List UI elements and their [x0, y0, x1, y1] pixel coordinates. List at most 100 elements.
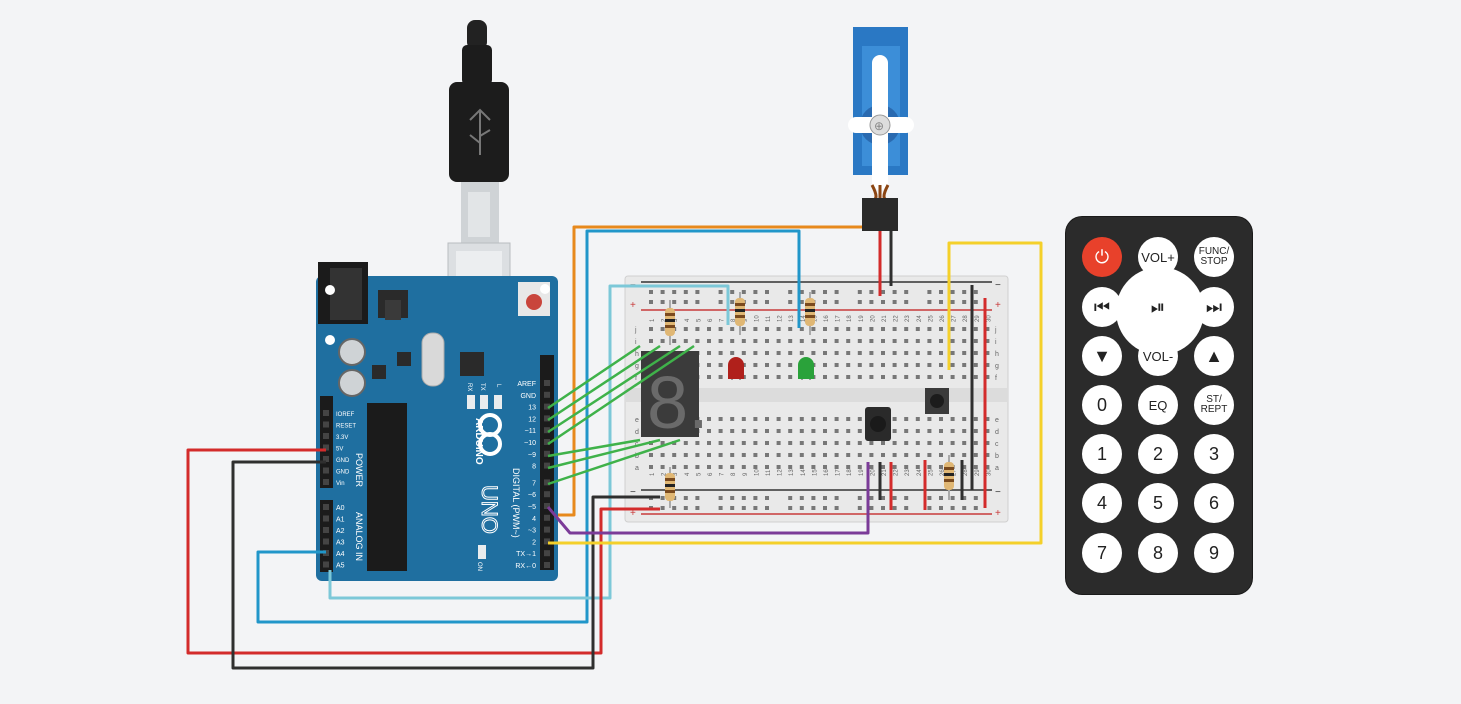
breadboard-hole[interactable]: [846, 375, 851, 379]
wire-green-2[interactable]: [547, 344, 661, 422]
breadboard-hole[interactable]: [776, 351, 781, 355]
breadboard-hole[interactable]: [869, 339, 874, 343]
breadboard-hole[interactable]: [649, 465, 653, 469]
resistor-4[interactable]: [665, 467, 675, 508]
led-red[interactable]: [728, 357, 744, 380]
rail-hole[interactable]: [660, 496, 665, 500]
rail-hole[interactable]: [823, 506, 827, 510]
arduino-uno-board[interactable]: ARDUINO UNO DIGITAL (PWM~) POWER ANALOG …: [316, 262, 558, 581]
breadboard-hole[interactable]: [927, 339, 932, 343]
breadboard-hole[interactable]: [892, 465, 897, 469]
breadboard-hole[interactable]: [881, 339, 885, 343]
rail-hole[interactable]: [881, 300, 885, 304]
breadboard-hole[interactable]: [962, 453, 967, 457]
wire-yellow[interactable]: [548, 241, 1043, 545]
breadboard-hole[interactable]: [672, 453, 677, 457]
breadboard-hole[interactable]: [950, 441, 955, 445]
breadboard-hole[interactable]: [834, 327, 839, 331]
breadboard-hole[interactable]: [765, 465, 769, 469]
breadboard-hole[interactable]: [869, 441, 874, 445]
rail-hole[interactable]: [881, 506, 885, 510]
power-pin[interactable]: [323, 444, 329, 451]
breadboard-hole[interactable]: [939, 417, 943, 421]
breadboard-hole[interactable]: [811, 453, 816, 457]
breadboard-hole[interactable]: [788, 363, 793, 367]
rail-hole[interactable]: [672, 290, 677, 294]
rail-hole[interactable]: [683, 506, 688, 510]
rail-hole[interactable]: [695, 300, 700, 304]
breadboard-hole[interactable]: [904, 453, 909, 457]
rail-hole[interactable]: [939, 496, 943, 500]
breadboard-hole[interactable]: [788, 339, 793, 343]
breadboard-hole[interactable]: [857, 339, 862, 343]
breadboard-hole[interactable]: [811, 465, 816, 469]
rail-hole[interactable]: [939, 300, 943, 304]
rail-hole[interactable]: [788, 290, 793, 294]
breadboard-hole[interactable]: [846, 417, 851, 421]
breadboard-hole[interactable]: [939, 429, 943, 433]
breadboard-hole[interactable]: [915, 453, 920, 457]
rail-hole[interactable]: [683, 290, 688, 294]
power-pin[interactable]: [323, 456, 329, 462]
rail-hole[interactable]: [799, 496, 804, 500]
wire-red-5v[interactable]: [186, 448, 660, 655]
rail-hole[interactable]: [857, 506, 862, 510]
rail-hole[interactable]: [741, 496, 746, 500]
breadboard-hole[interactable]: [985, 327, 990, 331]
rail-hole[interactable]: [660, 290, 665, 294]
breadboard-hole[interactable]: [985, 363, 990, 367]
breadboard-hole[interactable]: [741, 429, 746, 433]
breadboard-hole[interactable]: [869, 465, 874, 469]
rail-hole[interactable]: [881, 496, 885, 500]
rail-hole[interactable]: [660, 300, 665, 304]
breadboard-hole[interactable]: [799, 339, 804, 343]
breadboard-hole[interactable]: [881, 441, 885, 445]
breadboard-hole[interactable]: [823, 375, 827, 379]
breadboard-hole[interactable]: [881, 453, 885, 457]
breadboard-hole[interactable]: [788, 429, 793, 433]
breadboard-hole[interactable]: [741, 339, 746, 343]
breadboard-hole[interactable]: [811, 429, 816, 433]
breadboard-hole[interactable]: [730, 465, 735, 469]
breadboard-hole[interactable]: [660, 441, 665, 445]
rail-hole[interactable]: [811, 496, 816, 500]
breadboard-hole[interactable]: [985, 339, 990, 343]
rail-hole[interactable]: [973, 506, 978, 510]
breadboard-hole[interactable]: [823, 453, 827, 457]
rail-hole[interactable]: [962, 496, 967, 500]
breadboard-hole[interactable]: [881, 351, 885, 355]
digital-pin[interactable]: [544, 450, 550, 457]
breadboard-hole[interactable]: [927, 327, 932, 331]
rail-hole[interactable]: [672, 506, 677, 510]
breadboard-hole[interactable]: [718, 351, 723, 355]
breadboard-hole[interactable]: [683, 339, 688, 343]
breadboard-hole[interactable]: [927, 453, 932, 457]
analog-header[interactable]: [320, 500, 333, 572]
breadboard-hole[interactable]: [857, 363, 862, 367]
rail-hole[interactable]: [823, 290, 827, 294]
breadboard-hole[interactable]: [927, 417, 932, 421]
wire-purple[interactable]: [546, 462, 870, 535]
power-header[interactable]: [320, 396, 333, 488]
breadboard-hole[interactable]: [823, 351, 827, 355]
breadboard-hole[interactable]: [892, 327, 897, 331]
breadboard-hole[interactable]: [904, 339, 909, 343]
resistor-3[interactable]: [805, 292, 815, 335]
breadboard-hole[interactable]: [730, 441, 735, 445]
resistor-5[interactable]: [944, 455, 954, 500]
breadboard-hole[interactable]: [823, 441, 827, 445]
breadboard-hole[interactable]: [939, 375, 943, 379]
analog-pin[interactable]: [323, 504, 329, 510]
rail-hole[interactable]: [962, 506, 967, 510]
digital-pin[interactable]: [544, 403, 550, 410]
breadboard-hole[interactable]: [707, 441, 711, 445]
wire-green-5[interactable]: [547, 438, 641, 458]
rail-hole[interactable]: [695, 496, 700, 500]
rail-hole[interactable]: [892, 506, 897, 510]
wire-green-1[interactable]: [547, 344, 641, 410]
breadboard-hole[interactable]: [973, 417, 978, 421]
breadboard-hole[interactable]: [718, 417, 723, 421]
rail-hole[interactable]: [765, 496, 769, 500]
breadboard-hole[interactable]: [765, 327, 769, 331]
